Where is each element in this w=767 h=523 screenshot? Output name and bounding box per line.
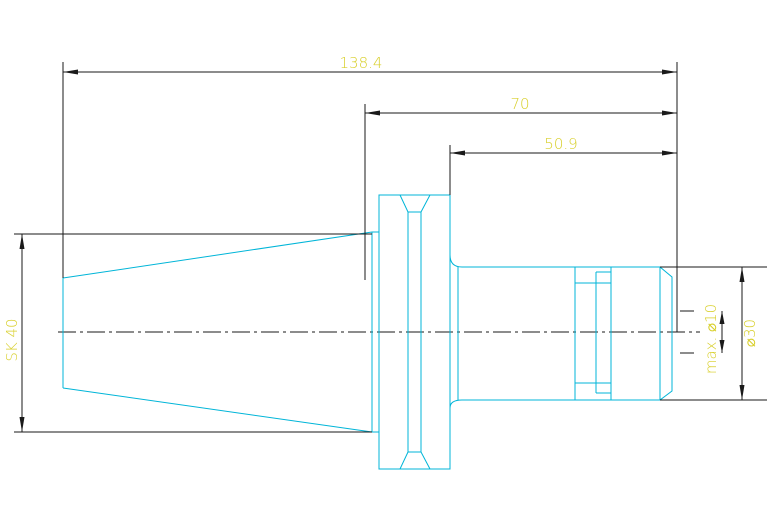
label-length-70: 70 — [510, 95, 529, 113]
arrow-138-right — [662, 69, 677, 75]
arrow-d30-bottom — [739, 385, 745, 400]
taper-bottom-edge — [62, 387, 373, 433]
taper-top-edge — [62, 231, 373, 279]
dimension-labels: 138.4 70 50.9 SK 40 max. ⌀10 ⌀30 — [3, 54, 759, 374]
label-max-bore: max. ⌀10 — [702, 304, 720, 374]
arrow-sk-bottom — [19, 417, 25, 432]
arrow-50-9-right — [662, 150, 677, 156]
label-length-50-9: 50.9 — [544, 135, 577, 153]
arrow-138-left — [63, 69, 78, 75]
arrow-sk-top — [19, 234, 25, 249]
label-diameter-30: ⌀30 — [741, 319, 759, 347]
groove-left-edge — [399, 194, 409, 470]
arrow-50-9-left — [450, 150, 465, 156]
arrow-d10-top — [719, 311, 725, 324]
flange-body — [378, 194, 451, 470]
arrow-70-right — [662, 110, 677, 116]
dimension-lines — [14, 62, 767, 433]
arrow-d10-bottom — [719, 340, 725, 353]
arrow-d30-top — [739, 267, 745, 282]
label-taper-sk40: SK 40 — [3, 318, 21, 361]
tool-holder-outline — [62, 194, 673, 470]
shank-outline — [449, 254, 673, 409]
groove-right-edge — [420, 194, 431, 470]
label-overall-length: 138.4 — [340, 54, 383, 72]
arrow-70-left — [365, 110, 380, 116]
